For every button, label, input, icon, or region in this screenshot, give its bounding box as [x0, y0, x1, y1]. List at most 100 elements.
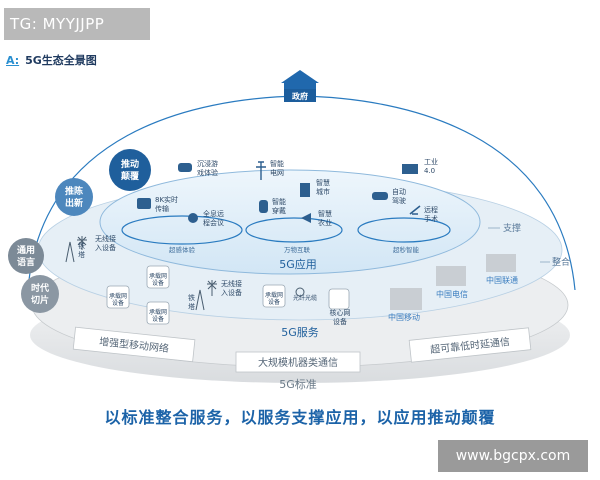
service-node-transport-4: 承载网 设备 [262, 284, 286, 308]
ring-label-2: 万物互联 [284, 245, 311, 254]
fiber-icon [295, 287, 305, 297]
app-node-label: 农业 [318, 218, 332, 227]
service-node-label: 入设备 [95, 243, 116, 252]
camera-icon [137, 198, 151, 209]
bubble-label: 语言 [17, 256, 35, 268]
service-node-label: 设备 [152, 315, 164, 323]
app-node-label: 智能 [270, 159, 284, 168]
bubble-common-language: 通用 语言 [8, 238, 44, 274]
service-node-label: 入设备 [221, 288, 242, 297]
service-node-label: 设备 [152, 279, 164, 287]
city-icon [300, 183, 310, 197]
app-node-label: 沉浸游 [197, 159, 218, 168]
service-node-label: 设备 [268, 298, 280, 306]
server-icon [146, 301, 170, 325]
service-node-label: 塔 [188, 302, 195, 311]
app-node-label: 工业 [424, 157, 438, 166]
carrier-telecom: 中国电信 [436, 266, 468, 299]
top-tag: TG: MYYJJPP [4, 8, 150, 40]
service-node-transport-3: 承载网 设备 [146, 301, 170, 325]
app-layer-title: 5G应用 [279, 257, 317, 271]
app-node-label: 8K实时 [155, 195, 178, 204]
standard-layer-title: 5G标准 [279, 377, 317, 391]
support-label: 支撑 [503, 222, 521, 234]
service-node-core: 核心网 设备 [328, 288, 351, 326]
app-node-8k: 8K实时 传输 [137, 195, 178, 213]
app-node-label: 智能 [272, 197, 286, 206]
app-node-label: 戏体验 [197, 168, 218, 177]
bubble-label: 切片 [31, 294, 49, 306]
bubble-slicing: 时代 切片 [21, 275, 59, 313]
ring-3 [357, 217, 451, 243]
service-node-fiber: 光纤光缆 [293, 287, 317, 302]
power-pylon-icon [256, 161, 266, 180]
slogan: 以标准整合服务，以服务支撑应用，以应用推动颠覆 [104, 408, 496, 427]
service-node-label: 铁 [78, 241, 85, 250]
ring-label-3: 超秒智能 [393, 245, 420, 254]
app-node-label: 4.0 [424, 167, 435, 175]
building-icon [486, 254, 516, 272]
service-node-label: 承载网 [149, 272, 167, 280]
bubble-innovate: 推陈 出新 [55, 178, 93, 216]
factory-icon [402, 164, 418, 174]
app-node-label: 全息远 [203, 209, 224, 218]
app-node-label: 自动 [392, 187, 406, 196]
bubble-disrupt: 推动 颠覆 [109, 149, 151, 191]
antenna-icon [77, 236, 87, 250]
app-node-immersive-game: 沉浸游 戏体验 [178, 159, 218, 177]
app-node-label: 电网 [270, 168, 284, 177]
app-node-holo-meeting: 全息远 程会议 [188, 209, 224, 227]
app-node-label: 穿戴 [272, 206, 286, 215]
service-node-label: 光纤光缆 [293, 294, 317, 302]
carrier-label: 中国移动 [388, 312, 420, 322]
service-node-radio-2: 无线接 入设备 [207, 279, 242, 297]
app-node-label: 手术 [424, 214, 438, 223]
bubble-label: 推陈 [65, 185, 83, 197]
bubble-label: 通用 [17, 244, 35, 256]
government-building: 政府 [281, 70, 319, 102]
service-node-label: 设备 [112, 299, 124, 307]
service-node-label: 铁 [188, 293, 195, 302]
app-node-label: 传输 [155, 204, 169, 213]
bubble-label: 推动 [121, 158, 139, 170]
service-node-transport-2: 承载网 设备 [106, 285, 130, 309]
heading: A: 5G生态全景图 [6, 52, 97, 68]
watch-icon [259, 200, 268, 213]
antenna-icon [207, 280, 217, 296]
app-node-label: 智慧 [318, 209, 332, 218]
service-node-label: 无线接 [95, 234, 116, 243]
service-node-tower-2: 铁 塔 [188, 289, 205, 311]
service-node-label: 承载网 [109, 292, 127, 300]
server-icon [106, 285, 130, 309]
gamepad-icon [178, 163, 192, 172]
service-node-transport-1: 承载网 设备 [146, 265, 170, 289]
service-node-label: 无线接 [221, 279, 242, 288]
integrate-label: 整合 [552, 256, 570, 268]
government-label: 政府 [292, 91, 308, 101]
server-icon [262, 284, 286, 308]
app-node-wearable: 智能 穿戴 [259, 197, 286, 215]
heading-title: 5G生态全景图 [25, 54, 97, 67]
ring-label-1: 超感体验 [169, 245, 196, 254]
ring-1 [121, 215, 243, 245]
building-icon [390, 288, 422, 310]
meeting-icon [188, 213, 198, 223]
carrier-label: 中国电信 [436, 289, 468, 299]
app-node-smart-grid: 智能 电网 [256, 159, 284, 180]
carrier-unicom: 中国联通 [486, 254, 518, 285]
core-server-icon [328, 288, 350, 310]
carrier-mobile: 中国移动 [388, 288, 422, 322]
ring-2 [245, 217, 343, 243]
app-node-label: 驾驶 [392, 196, 406, 205]
building-icon [436, 266, 466, 286]
service-node-label: 塔 [78, 250, 85, 259]
heading-prefix[interactable]: A: [6, 54, 20, 67]
service-node-label: 设备 [333, 317, 347, 326]
band-embb: 增强型移动网络 [72, 326, 196, 363]
watermark: www.bgcpx.com [438, 440, 588, 472]
bubble-label: 时代 [31, 282, 49, 294]
service-layer-title: 5G服务 [281, 326, 319, 339]
robot-arm-icon [409, 205, 421, 215]
app-node-label: 程会议 [203, 218, 224, 227]
